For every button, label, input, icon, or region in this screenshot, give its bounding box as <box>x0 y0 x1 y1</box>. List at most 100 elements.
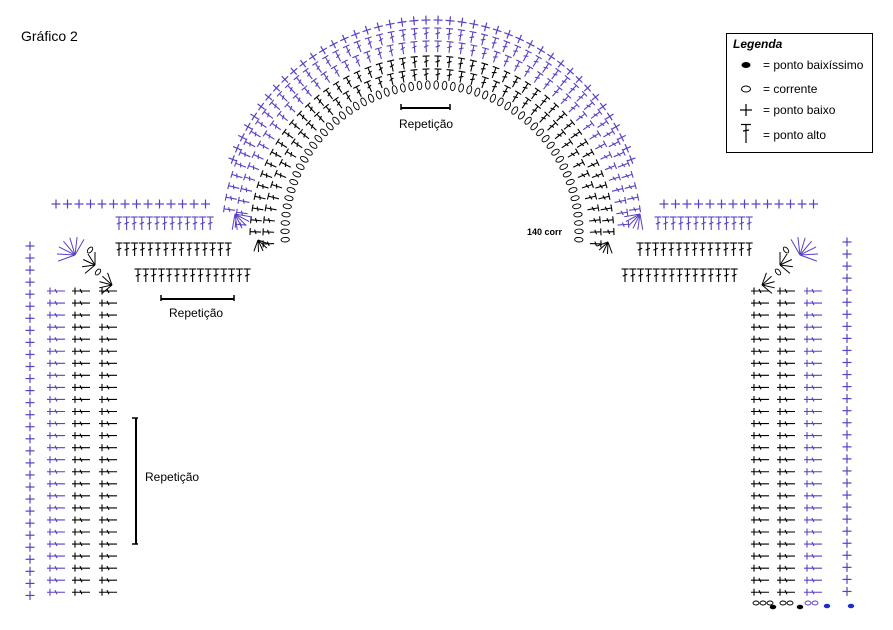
ponto-alto-mark <box>185 242 193 256</box>
ponto-alto-mark <box>811 577 815 583</box>
ponto-alto-mark <box>302 67 313 80</box>
ponto-alto-mark <box>106 481 110 487</box>
ponto-alto-mark <box>352 54 361 67</box>
ponto-alto-mark <box>304 102 316 114</box>
fan-stitch <box>625 213 641 222</box>
ponto-alto-mark <box>521 96 532 109</box>
ponto-alto-mark <box>353 84 362 97</box>
ponto-alto-mark <box>250 216 262 224</box>
ponto-alto-mark <box>758 349 762 354</box>
ponto-baixo-mark <box>281 75 289 84</box>
ponto-alto-mark <box>243 173 256 181</box>
ponto-alto-mark <box>332 81 343 94</box>
repeat-label-arch: Repetição <box>399 117 454 131</box>
fan-stitch <box>107 272 113 286</box>
ponto-alto-mark <box>590 108 603 119</box>
corrente-mark <box>299 155 309 163</box>
ponto-alto-mark <box>79 433 83 438</box>
ponto-alto-mark <box>54 505 58 511</box>
ponto-baixo-mark <box>143 199 153 209</box>
corrente-mark <box>573 211 583 218</box>
ponto-alto-mark <box>212 268 220 282</box>
ponto-baixo-mark <box>457 17 467 27</box>
ponto-alto-mark <box>206 216 214 230</box>
ponto-alto-mark <box>591 170 604 179</box>
ponto-baixo-mark <box>842 273 852 283</box>
ponto-alto-mark <box>595 181 608 189</box>
ponto-alto-mark <box>162 242 170 256</box>
ponto-alto-mark <box>714 242 722 256</box>
ponto-alto-mark <box>106 421 110 426</box>
ponto-alto-mark <box>624 182 637 190</box>
ponto-alto-mark <box>399 29 407 42</box>
ponto-alto-mark <box>106 577 110 583</box>
ponto-alto-mark <box>617 220 630 228</box>
ponto-alto-mark <box>683 242 691 256</box>
ponto-baixo-mark <box>469 19 479 29</box>
ponto-alto-mark <box>106 553 110 559</box>
ponto-baixo-mark <box>25 265 35 275</box>
ponto-alto-mark <box>322 87 333 100</box>
ponto-alto-mark <box>54 361 58 366</box>
corrente-mark <box>555 155 565 163</box>
ponto-alto-mark <box>54 324 58 330</box>
corrente-icon <box>741 85 751 93</box>
ponto-alto-mark <box>332 49 342 62</box>
ponto-alto-mark <box>608 138 621 148</box>
ponto-alto-mark <box>758 590 762 595</box>
ponto-alto-mark <box>552 85 563 97</box>
corrente-mark <box>280 236 290 243</box>
ponto-baixo-mark <box>740 199 749 209</box>
ponto-alto-mark <box>320 71 331 83</box>
fan-stitch <box>99 284 113 289</box>
ponto-alto-mark <box>715 216 723 230</box>
ponto-alto-mark <box>458 57 466 70</box>
ponto-alto-mark <box>811 493 815 499</box>
ponto-baixo-mark <box>842 466 852 476</box>
ponto-alto-mark <box>501 70 511 83</box>
ponto-baixo-mark <box>526 39 535 49</box>
ponto-alto-mark <box>253 192 266 200</box>
ponto-alto-mark <box>54 373 58 378</box>
ponto-alto-mark <box>577 169 590 178</box>
ponto-baixo-mark <box>25 542 35 552</box>
ponto-alto-mark <box>54 553 58 559</box>
corrente-mark <box>286 187 296 194</box>
ponto-alto-mark <box>312 61 322 73</box>
ponto-alto-mark <box>235 268 243 282</box>
ponto-alto-mark <box>589 240 602 248</box>
ponto-alto-mark <box>811 565 815 571</box>
corrente-mark <box>458 83 464 93</box>
ponto-alto-mark <box>784 373 788 378</box>
ponto-alto-mark <box>531 87 542 100</box>
ponto-alto-mark <box>811 409 815 414</box>
ponto-alto-mark <box>284 148 297 158</box>
ponto-alto-mark <box>784 409 788 414</box>
ponto-alto-mark <box>669 216 677 230</box>
ponto-alto-mark <box>243 138 256 148</box>
ponto-alto-mark <box>79 541 83 547</box>
ponto-alto-mark <box>364 36 373 49</box>
ponto-alto-mark <box>313 111 325 123</box>
ponto-alto-mark <box>54 397 58 402</box>
ponto-alto-mark <box>784 529 788 535</box>
corrente-mark <box>541 134 550 143</box>
ponto-baixo-mark <box>842 550 852 560</box>
corrente-mark <box>280 228 290 235</box>
corrente-mark <box>295 163 305 170</box>
ponto-baixo-mark <box>25 289 35 299</box>
corrente-mark <box>284 195 294 202</box>
ponto-alto-mark <box>142 268 150 282</box>
ponto-baixo-mark <box>308 52 317 61</box>
ponto-alto-mark <box>342 90 352 103</box>
ponto-baixo-mark <box>694 199 703 209</box>
ponto-baixo-mark <box>25 578 35 588</box>
fan-stitch <box>63 240 76 256</box>
ponto-alto-mark <box>237 196 250 204</box>
corrente-mark <box>86 246 94 254</box>
ponto-alto-mark <box>138 242 146 256</box>
ponto-alto-mark <box>154 242 162 256</box>
ponto-baixo-mark <box>705 199 715 209</box>
ponto-baixo-mark <box>299 59 308 68</box>
ponto-alto-mark <box>730 268 738 282</box>
